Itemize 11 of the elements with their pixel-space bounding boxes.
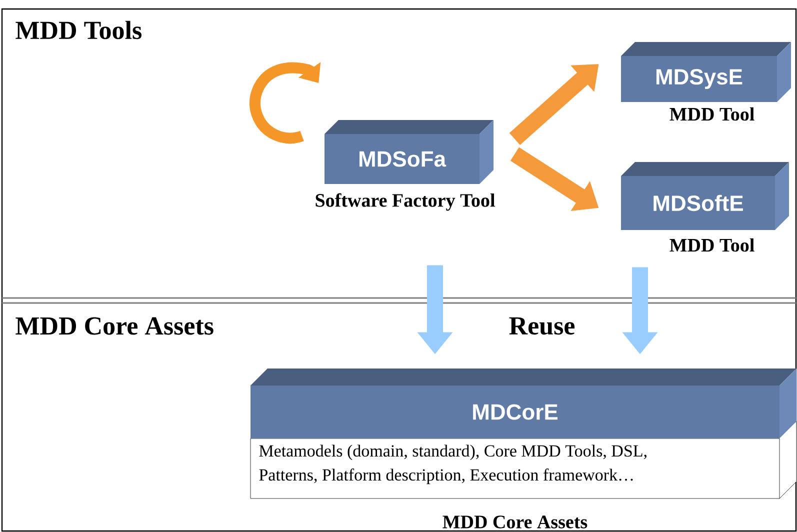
block-box: MDSoFa [324, 120, 494, 184]
block-box: MDSysE [621, 42, 791, 102]
box-caption: MDD Tool [670, 107, 754, 121]
box-caption: MDD Core Assets [442, 516, 588, 528]
body-text: Metamodels (domain, standard), Core MDD Tools, DSL, Patterns, Platform description, Execution framework… [259, 444, 646, 484]
block-box: MDSoftE [621, 162, 789, 230]
box-caption: Software Factory Tool [316, 193, 495, 211]
box-caption: MDD Tool [670, 238, 754, 252]
section-heading: Reuse [509, 317, 575, 335]
section-heading: MDD Core Assets [16, 317, 214, 335]
section-heading: MDD Tools [16, 20, 142, 40]
